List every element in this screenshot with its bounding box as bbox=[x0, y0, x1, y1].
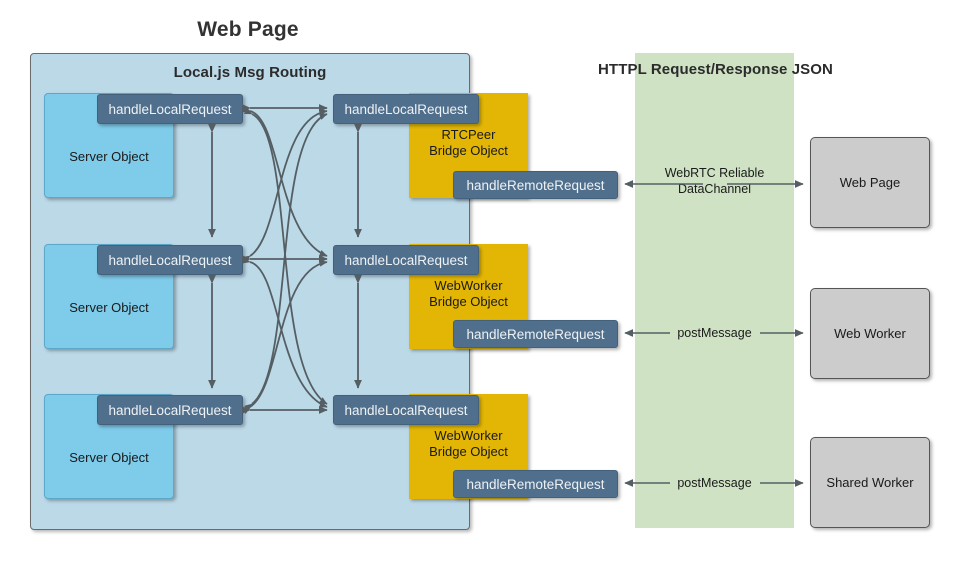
endpoint-box-shared-worker[interactable]: Shared Worker bbox=[810, 437, 930, 528]
endpoint-label-web-page: Web Page bbox=[839, 175, 901, 190]
endpoint-box-web-page[interactable]: Web Page bbox=[810, 137, 930, 228]
bridge-object-line2-1: Bridge Object bbox=[429, 143, 508, 159]
endpoint-label-web-worker: Web Worker bbox=[834, 326, 906, 341]
handle-local-request-label-left-3: handleLocalRequest bbox=[108, 402, 232, 418]
channel-label-3: postMessage bbox=[632, 476, 797, 492]
channel-label-line1-1: WebRTC Reliable bbox=[664, 166, 765, 180]
bridge-object-label-1: RTCPeer Bridge Object bbox=[429, 127, 508, 160]
handle-local-request-bar-left-1[interactable]: handleLocalRequest bbox=[97, 94, 243, 124]
channel-label-1: WebRTC Reliable DataChannel bbox=[632, 166, 797, 197]
channel-label-line1-2: postMessage bbox=[677, 326, 752, 340]
bridge-object-line2-3: Bridge Object bbox=[429, 444, 508, 460]
page-title: Web Page bbox=[197, 18, 299, 41]
handle-remote-request-label-1: handleRemoteRequest bbox=[466, 177, 605, 193]
handle-remote-request-label-3: handleRemoteRequest bbox=[466, 476, 605, 492]
channel-label-line1-3: postMessage bbox=[677, 476, 752, 490]
endpoint-label-shared-worker: Shared Worker bbox=[826, 475, 914, 490]
handle-local-request-label-right-1: handleLocalRequest bbox=[344, 101, 468, 117]
handle-local-request-bar-left-2[interactable]: handleLocalRequest bbox=[97, 245, 243, 275]
handle-remote-request-label-2: handleRemoteRequest bbox=[466, 326, 605, 342]
bridge-object-line2-2: Bridge Object bbox=[429, 294, 508, 310]
bridge-object-line1-1: RTCPeer bbox=[441, 127, 496, 142]
handle-local-request-bar-right-3[interactable]: handleLocalRequest bbox=[333, 395, 479, 425]
bridge-object-label-3: WebWorker Bridge Object bbox=[429, 428, 508, 461]
handle-local-request-label-left-1: handleLocalRequest bbox=[108, 101, 232, 117]
endpoint-box-web-worker[interactable]: Web Worker bbox=[810, 288, 930, 379]
server-object-label-1: Server Object bbox=[69, 149, 149, 164]
httpl-panel bbox=[635, 53, 794, 528]
handle-local-request-label-left-2: handleLocalRequest bbox=[108, 252, 232, 268]
bridge-object-label-2: WebWorker Bridge Object bbox=[429, 278, 508, 311]
channel-label-2: postMessage bbox=[632, 326, 797, 342]
local-js-panel-title: Local.js Msg Routing bbox=[173, 64, 327, 81]
handle-local-request-bar-right-2[interactable]: handleLocalRequest bbox=[333, 245, 479, 275]
handle-local-request-label-right-2: handleLocalRequest bbox=[344, 252, 468, 268]
channel-label-line2-1: DataChannel bbox=[678, 181, 751, 196]
handle-remote-request-bar-2[interactable]: handleRemoteRequest bbox=[453, 320, 618, 348]
bridge-object-line1-3: WebWorker bbox=[434, 428, 503, 443]
server-object-label-2: Server Object bbox=[69, 300, 149, 315]
handle-remote-request-bar-3[interactable]: handleRemoteRequest bbox=[453, 470, 618, 498]
server-object-label-3: Server Object bbox=[69, 450, 149, 465]
handle-local-request-label-right-3: handleLocalRequest bbox=[344, 402, 468, 418]
handle-local-request-bar-right-1[interactable]: handleLocalRequest bbox=[333, 94, 479, 124]
bridge-object-line1-2: WebWorker bbox=[434, 278, 503, 293]
httpl-panel-title: HTTPL Request/Response JSON bbox=[598, 61, 833, 78]
handle-local-request-bar-left-3[interactable]: handleLocalRequest bbox=[97, 395, 243, 425]
handle-remote-request-bar-1[interactable]: handleRemoteRequest bbox=[453, 171, 618, 199]
